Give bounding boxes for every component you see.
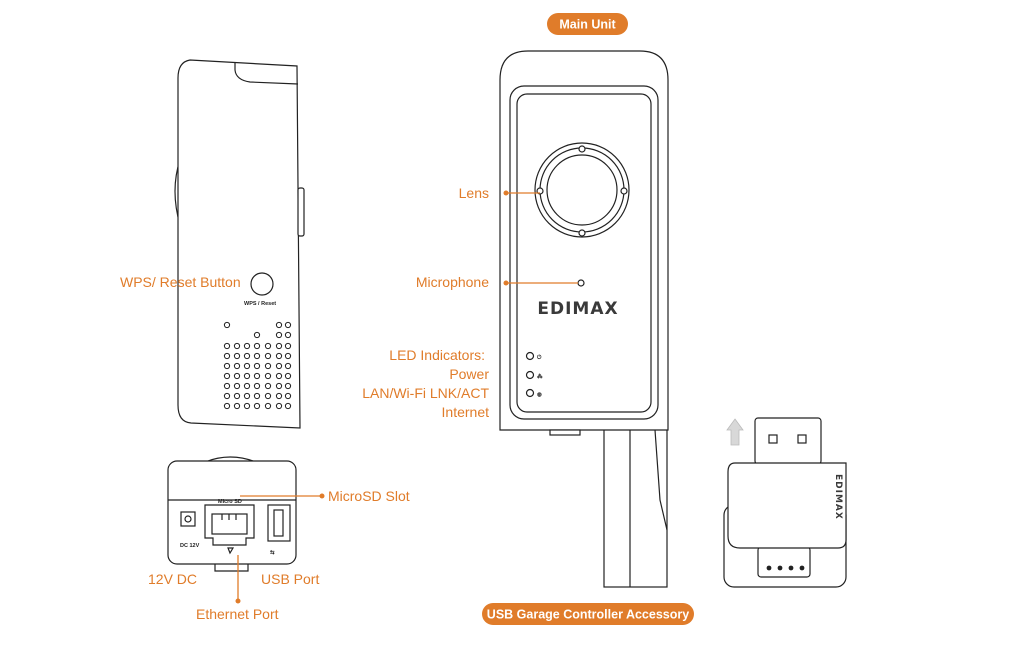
lan-wifi-led [525,370,535,380]
lan-wifi-label: LAN/Wi-Fi LNK/ACT [362,385,489,401]
power-label: Power [449,366,489,382]
camera-lens [546,154,618,226]
usb-accessory-drawing: EDIMAX [723,417,847,588]
ethernet-jack [204,504,255,546]
speaker-hole [233,392,241,400]
arrow-up-icon [726,418,744,446]
wps-reset-label: WPS/ Reset Button [120,274,241,290]
speaker-hole [253,362,261,370]
speaker-hole [233,342,241,350]
speaker-hole [223,362,231,370]
power-led [525,351,535,361]
speaker-hole [243,352,251,360]
speaker-hole [264,372,272,380]
speaker-hole [275,362,283,370]
usb-port-label: USB Port [261,571,319,587]
speaker-hole [253,392,261,400]
lens-label: Lens [459,185,489,201]
internet-label: Internet [442,404,490,420]
speaker-hole [233,362,241,370]
speaker-hole [264,392,272,400]
speaker-hole [284,321,292,329]
main-unit-pill [547,13,628,35]
speaker-hole [275,372,283,380]
wps-reset-text: WPS / Reset [244,301,276,307]
speaker-hole [223,321,231,329]
dc-12v-text: DC 12V [180,543,200,549]
speaker-hole [275,342,283,350]
speaker-hole [233,402,241,410]
speaker-hole [223,392,231,400]
speaker-hole [233,382,241,390]
speaker-hole [223,342,231,350]
speaker-hole [264,402,272,410]
brand-logo: EDIMAX [537,299,618,319]
accessory-title: USB Garage Controller Accessory [487,608,689,622]
speaker-hole [275,402,283,410]
speaker-hole [284,342,292,350]
speaker-hole [223,352,231,360]
speaker-hole [275,331,283,339]
speaker-hole [284,382,292,390]
wps-reset-button [250,272,274,296]
speaker-hole [243,342,251,350]
side-view: WPS / Reset [174,59,305,429]
svg-text:⇆: ⇆ [270,548,275,556]
speaker-hole [284,372,292,380]
lan-led-icon: ⁂ [537,373,543,380]
speaker-hole [253,342,261,350]
microphone-hole [577,279,585,287]
speaker-hole [264,382,272,390]
speaker-hole [253,372,261,380]
speaker-hole [275,321,283,329]
speaker-hole [233,372,241,380]
speaker-hole [284,392,292,400]
labels: WPS/ Reset Button Lens Microphone LED In… [120,185,489,622]
speaker-hole [264,352,272,360]
speaker-hole [275,352,283,360]
speaker-hole [275,392,283,400]
speaker-hole [223,382,231,390]
speaker-grille [223,321,292,410]
speaker-hole [253,382,261,390]
speaker-hole [275,382,283,390]
speaker-hole [284,362,292,370]
speaker-hole [243,392,251,400]
speaker-hole [243,362,251,370]
speaker-hole [253,402,261,410]
microphone-label: Microphone [416,274,489,290]
speaker-hole [253,352,261,360]
dc-12v-label: 12V DC [148,571,197,587]
internet-led-icon: ◍ [537,392,543,398]
microsd-slot-label: MicroSD Slot [328,488,410,504]
dc-jack [180,511,196,527]
internet-led [525,388,535,398]
speaker-hole [243,372,251,380]
ethernet-port-label: Ethernet Port [196,606,279,622]
callouts [235,190,578,604]
speaker-hole [284,402,292,410]
main-unit-title: Main Unit [559,18,616,32]
speaker-hole [284,352,292,360]
speaker-hole [223,402,231,410]
main-unit-drawing: Main Unit EDIMAX ⏻ ⁂ ◍ USB Garage [482,13,694,625]
led-indicators-label: LED Indicators: [389,347,485,363]
speaker-hole [264,342,272,350]
bottom-view: Micro SD DC 12V ⇆ [167,456,297,572]
power-led-icon: ⏻ [537,354,542,361]
accessory-brand-logo: EDIMAX [833,474,843,520]
speaker-hole [253,331,261,339]
accessory-pill [482,603,694,625]
speaker-hole [243,382,251,390]
speaker-hole [264,362,272,370]
speaker-hole [233,352,241,360]
microsd-text: Micro SD [218,499,242,505]
speaker-hole [284,331,292,339]
speaker-hole [243,402,251,410]
speaker-hole [223,372,231,380]
